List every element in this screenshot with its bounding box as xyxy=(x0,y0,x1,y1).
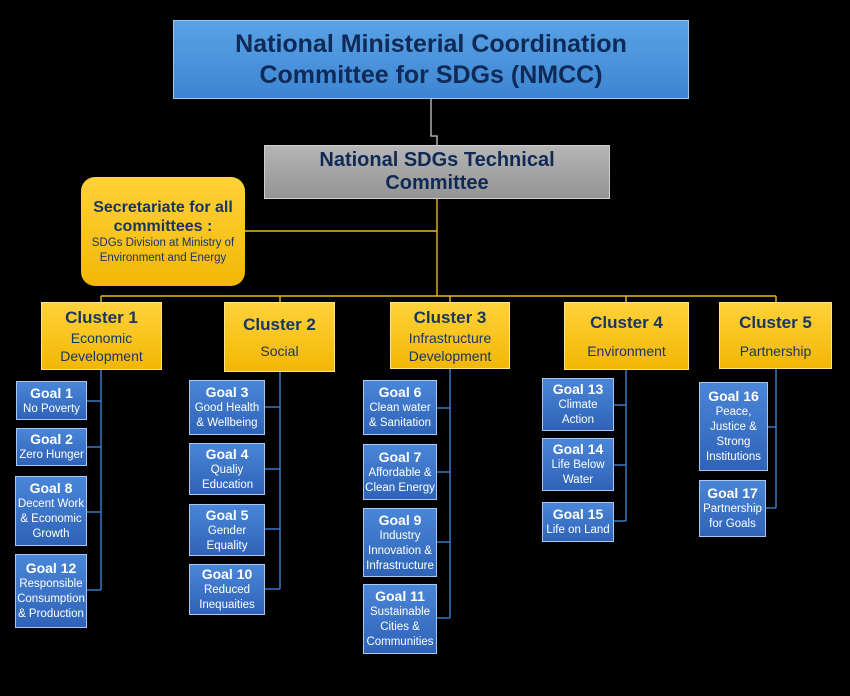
goal-description: Clean water & Sanitation xyxy=(368,402,431,429)
goal-title: Goal 16 xyxy=(708,388,759,404)
goal-description: Life on Land xyxy=(546,524,610,536)
goal-description: Zero Hunger xyxy=(19,449,84,461)
goal-title: Goal 6 xyxy=(378,384,422,400)
goal-title: Goal 17 xyxy=(707,485,758,501)
goal-description: Good Health & Wellbeing xyxy=(194,402,260,429)
goal-10-box: Goal 10 Reduced Inequaities xyxy=(189,564,265,615)
goal-15-box: Goal 15 Life on Land xyxy=(542,502,614,542)
technical-committee-label: National SDGs Technical Committee xyxy=(319,149,555,194)
goal-title: Goal 10 xyxy=(201,566,253,582)
secretariat-box: Secretariate for all committees : SDGs D… xyxy=(81,177,245,286)
goal-description: Climate Action xyxy=(558,399,598,426)
goal-1-box: Goal 1 No Poverty xyxy=(16,381,87,420)
cluster-subtitle: Economic Development xyxy=(60,330,143,364)
cluster-title: Cluster 5 xyxy=(739,312,812,332)
goal-description: Peace, Justice & Strong Institutions xyxy=(706,406,761,463)
cluster-2-box: Cluster 2 Social xyxy=(224,302,335,372)
cluster-title: Cluster 4 xyxy=(590,313,663,332)
goal-title: Goal 9 xyxy=(378,511,422,528)
goal-2-box: Goal 2 Zero Hunger xyxy=(16,428,87,466)
cluster-4-box: Cluster 4 Environment xyxy=(564,302,689,370)
nmcc-title-line2: Committee for SDGs (NMCC) xyxy=(259,60,603,89)
goal-title: Goal 8 xyxy=(29,480,73,496)
goal-title: Goal 3 xyxy=(205,384,249,400)
goal-title: Goal 15 xyxy=(552,506,604,522)
cluster-subtitle: Partnership xyxy=(739,342,812,359)
goal-6-box: Goal 6 Clean water & Sanitation xyxy=(363,380,437,435)
cluster-title: Cluster 1 xyxy=(65,308,138,327)
goal-11-box: Goal 11 Sustainable Cities & Communities xyxy=(363,584,437,654)
goal-7-box: Goal 7 Affordable & Clean Energy xyxy=(363,444,437,500)
cluster-title: Cluster 3 xyxy=(413,307,487,327)
goal-title: Goal 12 xyxy=(25,560,77,576)
secretariat-body: SDGs Division at Ministry of Environment… xyxy=(91,236,235,264)
goal-title: Goal 2 xyxy=(30,431,73,447)
goal-9-box: Goal 9 Industry Innovation & Infrastruct… xyxy=(363,508,437,577)
nmcc-box: National Ministerial Coordination Commit… xyxy=(173,20,689,99)
goal-13-box: Goal 13 Climate Action xyxy=(542,378,614,431)
goal-description: Industry Innovation & Infrastructure xyxy=(366,529,434,572)
goal-title: Goal 4 xyxy=(205,445,249,462)
goal-description: Sustainable Cities & Communities xyxy=(366,606,434,648)
goal-description: Gender Equality xyxy=(206,524,248,552)
goal-4-box: Goal 4 Qualiy Education xyxy=(189,443,265,495)
goal-description: Decent Work & Economic Growth xyxy=(17,498,85,540)
goal-description: No Poverty xyxy=(23,402,80,415)
cluster-subtitle: Infrastructure Development xyxy=(408,329,492,364)
goal-12-box: Goal 12 Responsible Consumption & Produc… xyxy=(15,554,87,628)
goal-description: Qualiy Education xyxy=(202,463,254,491)
goal-description: Affordable & Clean Energy xyxy=(365,466,435,494)
cluster-subtitle: Environment xyxy=(587,343,666,359)
goal-17-box: Goal 17 Partnership for Goals xyxy=(699,480,766,537)
goal-title: Goal 14 xyxy=(552,441,604,457)
goal-16-box: Goal 16 Peace, Justice & Strong Institut… xyxy=(699,382,768,471)
goal-3-box: Goal 3 Good Health & Wellbeing xyxy=(189,380,265,435)
cluster-subtitle: Social xyxy=(260,343,299,359)
goal-5-box: Goal 5 Gender Equality xyxy=(189,504,265,556)
goal-description: Reduced Inequaities xyxy=(199,584,255,611)
cluster-title: Cluster 2 xyxy=(243,315,316,334)
cluster-1-box: Cluster 1 Economic Development xyxy=(41,302,162,370)
goal-14-box: Goal 14 Life Below Water xyxy=(542,438,614,491)
cluster-5-box: Cluster 5 Partnership xyxy=(719,302,832,369)
secretariat-title: Secretariate for all committees : xyxy=(93,198,233,235)
nmcc-title-line1: National Ministerial Coordination xyxy=(235,29,627,58)
goal-title: Goal 1 xyxy=(30,384,73,401)
technical-committee-box: National SDGs Technical Committee xyxy=(264,145,610,199)
goal-title: Goal 11 xyxy=(375,588,425,604)
cluster-3-box: Cluster 3 Infrastructure Development xyxy=(390,302,510,369)
goal-description: Life Below Water xyxy=(551,459,605,486)
goal-title: Goal 7 xyxy=(378,448,422,465)
goal-description: Partnership for Goals xyxy=(703,503,762,530)
goal-title: Goal 13 xyxy=(552,381,604,397)
goal-description: Responsible Consumption & Production xyxy=(17,578,85,620)
goal-8-box: Goal 8 Decent Work & Economic Growth xyxy=(15,476,87,546)
goal-title: Goal 5 xyxy=(205,506,249,523)
